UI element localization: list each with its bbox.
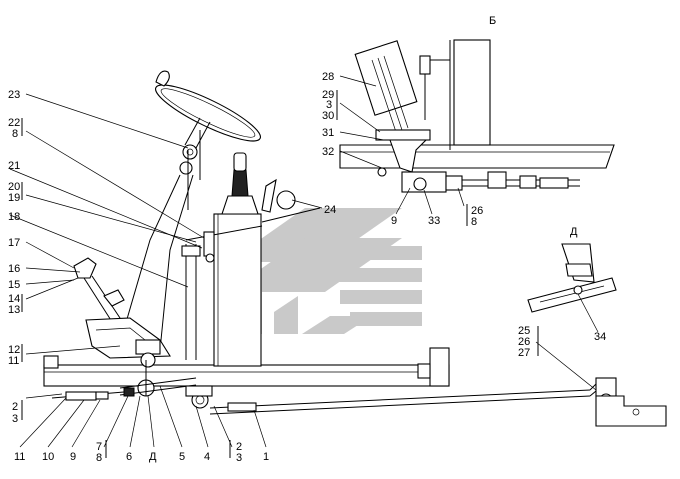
callout-13: 13 <box>8 304 20 316</box>
chevron-logo-watermark <box>228 208 422 334</box>
callout-2-left: 2 <box>12 401 18 413</box>
callout-4-bottom: 4 <box>204 451 210 463</box>
section-label-b: Б <box>489 15 496 27</box>
callout-24: 24 <box>324 204 336 216</box>
callout-26: 26 <box>471 205 483 217</box>
callout-14: 14 <box>8 293 20 305</box>
callout-3-left: 3 <box>12 413 18 425</box>
rod-linkage <box>51 377 667 427</box>
callout-33: 33 <box>428 215 440 227</box>
view-d-detail <box>527 243 617 313</box>
callout-17: 17 <box>8 237 20 249</box>
callout-28: 28 <box>322 71 334 83</box>
view-b-detail <box>339 39 615 193</box>
callout-8: 8 <box>12 128 18 140</box>
callout-25: 25 <box>518 325 530 337</box>
callout-19: 19 <box>8 192 20 204</box>
callout-5-bottom: 5 <box>179 451 185 463</box>
leader-lines <box>9 75 599 448</box>
callout-7-bottom: 7 <box>96 441 102 453</box>
section-label-d: Д <box>570 226 578 238</box>
callout-d-bottom: Д <box>149 451 157 463</box>
callout-26-right: 26 <box>518 336 530 348</box>
steering-assembly <box>117 70 261 351</box>
callout-21: 21 <box>8 160 20 172</box>
pedal-assembly <box>73 257 197 397</box>
callout-11-bottom: 11 <box>14 451 25 463</box>
callout-29: 29 <box>322 89 334 101</box>
callout-16: 16 <box>8 263 20 275</box>
callout-18: 18 <box>8 211 20 223</box>
callout-6-bottom: 6 <box>126 451 132 463</box>
callout-23: 23 <box>8 89 20 101</box>
callout-20: 20 <box>8 181 20 193</box>
callout-22: 22 <box>8 117 20 129</box>
callout-15: 15 <box>8 279 20 291</box>
callout-9-bottom: 9 <box>70 451 76 463</box>
callout-2-bottom: 2 <box>236 441 242 453</box>
callout-30: 30 <box>322 110 334 122</box>
callout-32: 32 <box>322 146 334 158</box>
callout-8-bottom: 8 <box>96 452 102 464</box>
callout-31: 31 <box>322 127 334 139</box>
callout-34: 34 <box>594 331 606 343</box>
callout-12: 12 <box>8 344 20 356</box>
callout-27: 27 <box>518 347 530 359</box>
callout-8-top: 8 <box>471 216 477 228</box>
callout-3-bottom: 3 <box>236 452 242 464</box>
callout-9-top: 9 <box>391 215 397 227</box>
callout-10-bottom: 10 <box>42 451 54 463</box>
callout-labels: Б Д 23 22 8 21 20 19 18 17 16 15 14 13 1… <box>8 15 606 464</box>
callout-3-top: 3 <box>326 99 332 111</box>
callout-1-bottom: 1 <box>263 451 269 463</box>
callout-brackets <box>21 90 539 458</box>
shift-console <box>181 152 321 367</box>
callout-11: 11 <box>8 355 19 367</box>
